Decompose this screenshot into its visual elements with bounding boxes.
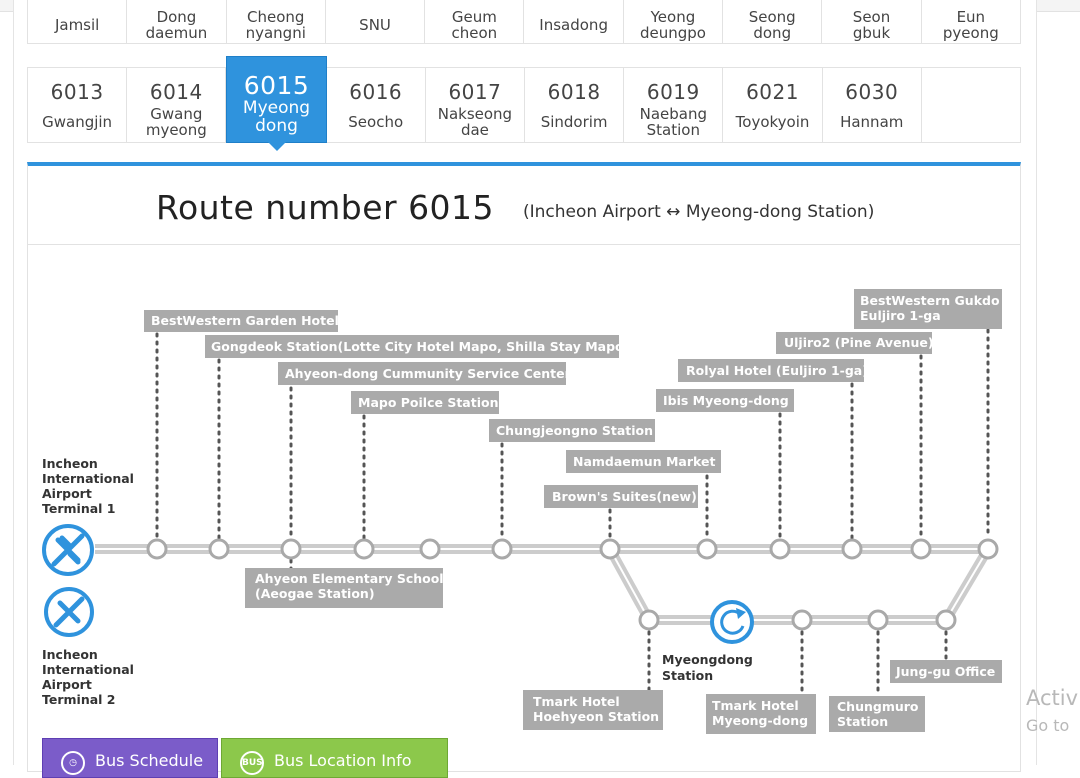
svg-text:Chungjeongno Station: Chungjeongno Station [496,423,653,438]
tab-snu[interactable]: SNU [326,0,426,43]
route-panel: Route number 6015 (Incheon Airport ↔ Mye… [27,162,1021,772]
svg-text:Ibis Myeong-dong: Ibis Myeong-dong [663,393,789,408]
svg-text:Mapo Poilce Station: Mapo Poilce Station [358,395,498,410]
svg-text:Brown's Suites(new): Brown's Suites(new) [552,489,697,504]
stop-label-myeongdong-station[interactable]: Myeongdong Station [662,652,757,683]
svg-text:Myeongdong Station: Myeongdong Station [662,652,757,683]
airplane-icon-terminal2 [44,587,94,637]
svg-text:Tmark Hotel Myeong-dong: Tmark Hotel Myeong-dong [712,698,808,728]
stop-label-tmark-myeongdong[interactable]: Tmark Hotel Myeong-dong [706,694,816,734]
windows-activation-subtext: Go to [1026,716,1070,735]
airplane-icon [42,524,94,576]
stop-label-chungjeongno[interactable]: Chungjeongno Station [489,419,655,442]
svg-text:BestWestern Garden Hotel: BestWestern Garden Hotel [151,313,339,328]
svg-text:Rolyal Hotel (Euljiro 1-ga): Rolyal Hotel (Euljiro 1-ga) [686,363,868,378]
tab-eunpyeong[interactable]: Eun pyeong [942,8,999,42]
stop-label-mapo-police[interactable]: Mapo Poilce Station [351,391,499,414]
bus-location-button[interactable]: BUS Bus Location Info [221,738,448,778]
svg-text:Ahyeon-dong Cummunity Service: Ahyeon-dong Cummunity Service Center [285,366,572,381]
tab-seongdong[interactable]: Seong dong [723,0,823,43]
stop-label-chungmuro[interactable]: Chungmuro Station [829,696,925,732]
stop-label-ibis[interactable]: Ibis Myeong-dong [656,389,794,412]
tab-geumcheon[interactable]: Geum cheon [425,0,525,43]
tab-jamsil[interactable]: Jamsil [28,0,128,43]
route-line [95,544,993,625]
svg-text:Tmark Hotel Hoehyeon Sta: Tmark Hotel Hoehyeon Station [533,694,659,724]
stop-label-gongdeok[interactable]: Gongdeok Station(Lotte City Hotel Mapo, … [205,335,629,358]
stop-label-namdaemun[interactable]: Namdaemun Market [566,450,721,473]
svg-text:Uljiro2 (Pine Avenue): Uljiro2 (Pine Avenue) [784,335,934,350]
svg-text:Chungmuro Station: Chungmuro Station [837,699,923,729]
tab-insadong[interactable]: Insadong [524,0,624,43]
bus-schedule-button[interactable]: ◷ Bus Schedule [42,738,218,778]
area-tabs: Jamsil Dong daemun Cheong nyangni SNU Ge… [27,0,1021,44]
stop-label-junggu[interactable]: Jung-gu Office [890,660,1002,683]
route-title: Route number 6015 [156,188,495,227]
svg-text:Gongdeok Station(Lotte City Ho: Gongdeok Station(Lotte City Hotel Mapo, … [211,339,629,354]
stop-markers [146,538,999,631]
route-subtitle: (Incheon Airport ↔ Myeong-dong Station) [523,202,875,222]
stop-label-uljiro2[interactable]: Uljiro2 (Pine Avenue) [776,332,934,354]
stop-label-rolyal[interactable]: Rolyal Hotel (Euljiro 1-ga) [678,359,868,382]
stop-label-browns[interactable]: Brown's Suites(new) [544,485,698,508]
tab-seongbuk[interactable]: Seon gbuk [822,0,922,43]
tab-dongdaemun[interactable]: Dong daemun [127,0,227,43]
tab-yeongdeungpo[interactable]: Yeong deungpo [624,0,724,43]
stop-label-tmark-hoehyeon[interactable]: Tmark Hotel Hoehyeon Station [523,690,663,730]
windows-activation-watermark: Activ [1026,686,1079,710]
stop-label-ahyeon-center[interactable]: Ahyeon-dong Cummunity Service Center [278,362,572,385]
svg-text:Ahyeon Elementary School: Ahyeon Elementary School (Aeogae Station… [255,571,448,601]
svg-text:Jung-gu Office: Jung-gu Office [895,664,995,679]
tab-cheongnyangni[interactable]: Cheong nyangni [227,0,326,43]
clock-icon: ◷ [61,751,85,775]
stop-label-ahyeon-school[interactable]: Ahyeon Elementary School (Aeogae Station… [245,568,448,608]
stop-label-bestwestern-garden[interactable]: BestWestern Garden Hotel [144,310,339,332]
stop-connectors [155,328,990,698]
turnaround-icon [710,600,754,644]
stop-label-bestwestern-gukdo[interactable]: BestWestern Gukdo Euljiro 1-ga [854,289,1004,329]
svg-text:BestWestern Gukdo Euljir: BestWestern Gukdo Euljiro 1-ga [860,293,1004,323]
terminal1-label: Incheon International Airport Terminal 1 [42,456,138,516]
svg-text:Namdaemun Market: Namdaemun Market [573,454,715,469]
terminal2-label: Incheon International Airport Terminal 2 [42,647,138,707]
bus-icon: BUS [240,751,264,775]
route-title-bar: Route number 6015 (Incheon Airport ↔ Mye… [28,166,1020,245]
